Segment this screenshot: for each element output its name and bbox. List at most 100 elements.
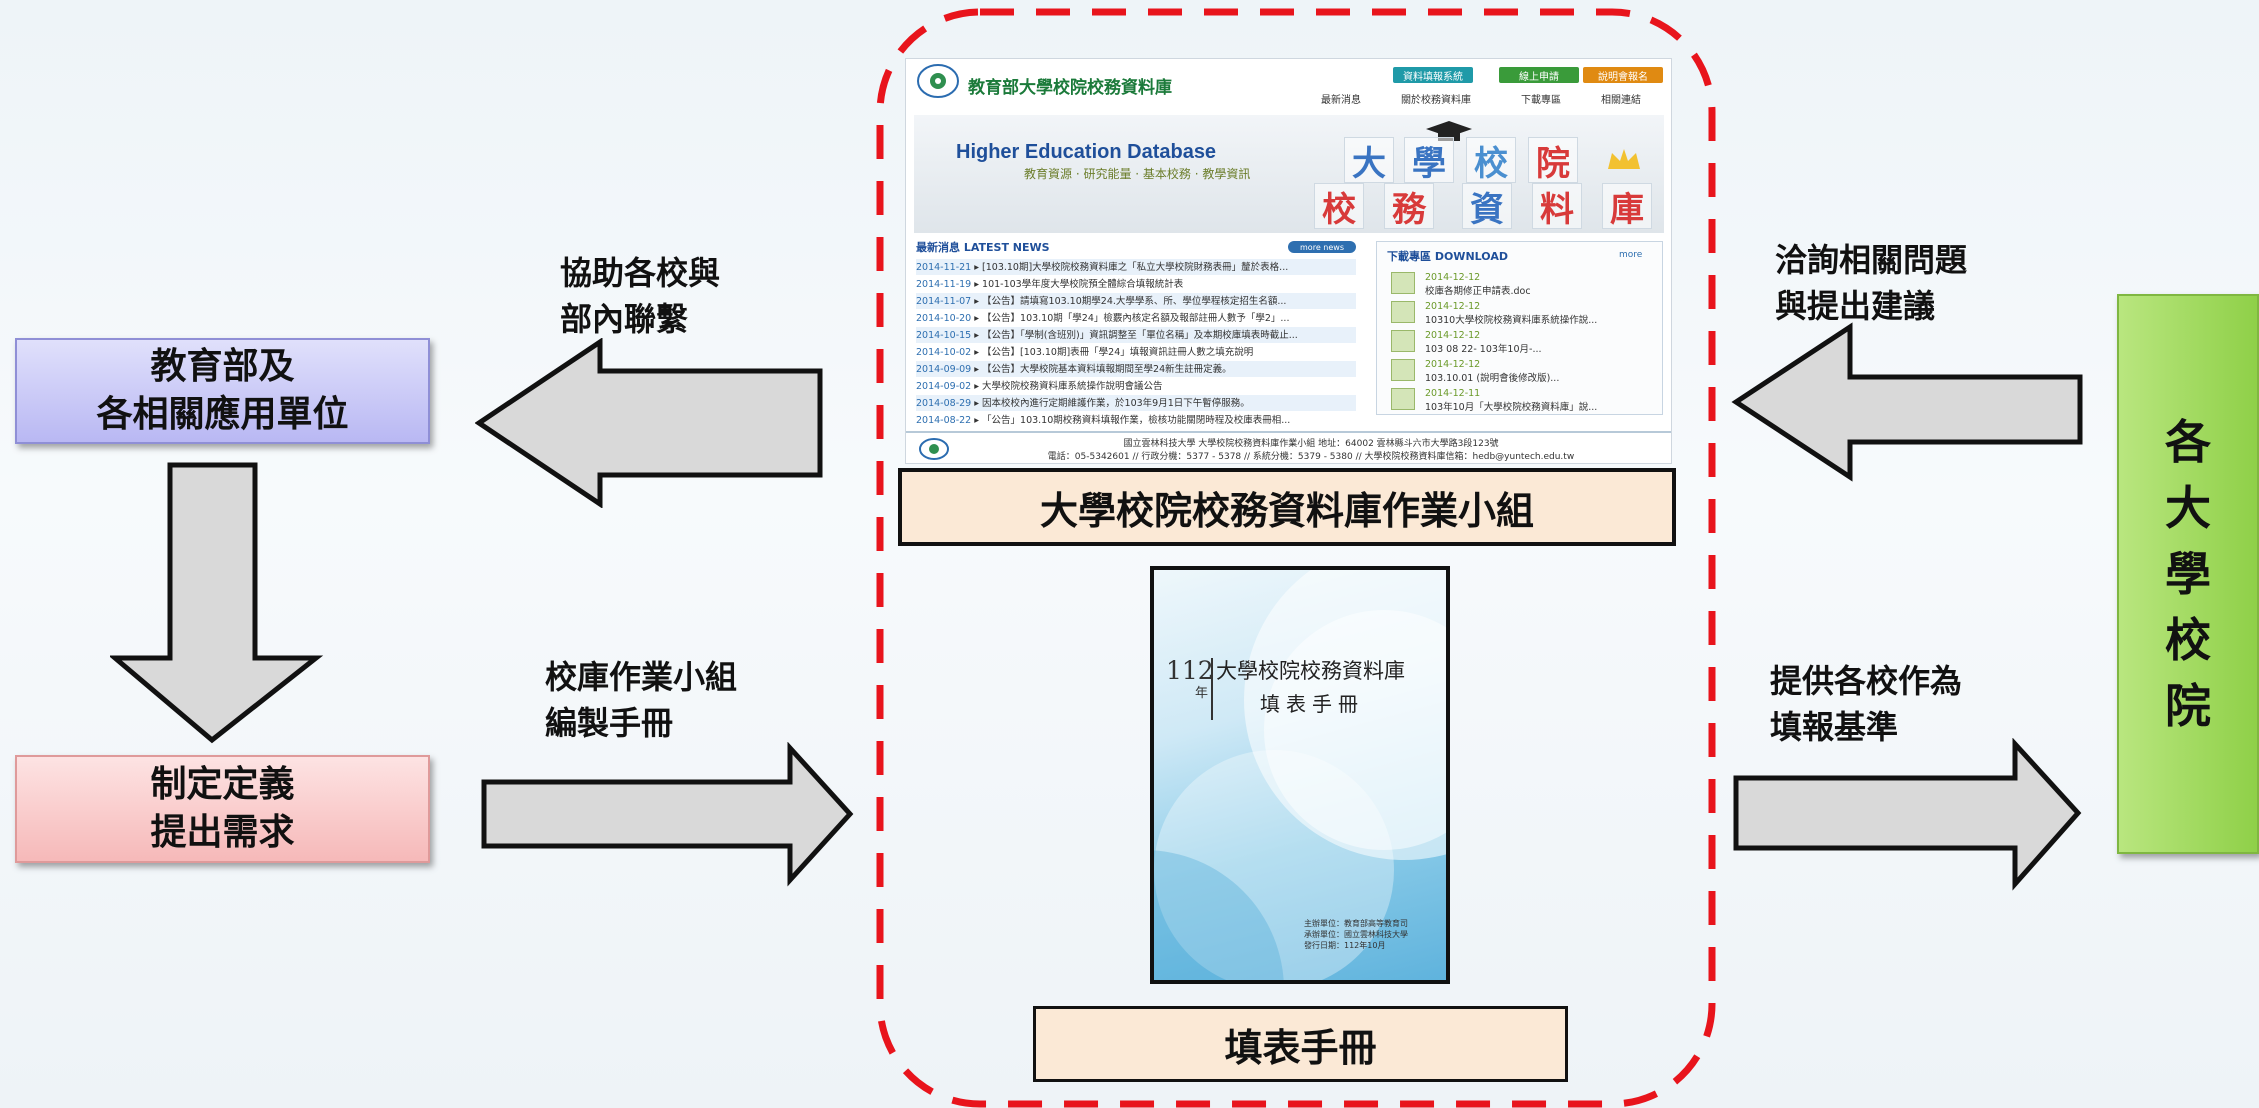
cover-decoration [1154,570,1446,980]
news-text: 101-103學年度大學校院預全體綜合填報統計表 [982,279,1184,290]
document-icon [1391,388,1415,410]
manual-year-unit: 年 [1195,686,1209,701]
news-date: 2014-11-07 [916,296,972,307]
arrow-right-provide [1733,738,2082,891]
banner-cube: 學 [1404,137,1454,184]
banner-cube: 庫 [1602,183,1652,230]
moe-box-line1: 教育部及 [150,346,295,387]
arrow-right-compile [481,742,854,887]
universities-box: 各 大 學 校 院 [2117,294,2259,854]
define-requirements-box: 制定定義提出需求 [15,755,430,863]
banner-title: Higher Education Database [956,141,1217,163]
news-row[interactable]: 2014-08-29 ▸ 因本校校內進行定期維護作業，於103年9月1日下午暫停… [916,395,1356,411]
news-row[interactable]: 2014-09-09 ▸ 【公告】大學校院基本資料填報期間至學24新生註冊定義。 [916,361,1356,377]
site-button-register[interactable]: 說明會報名 [1583,67,1663,83]
document-icon [1391,301,1415,323]
news-row[interactable]: 2014-10-02 ▸ 【公告】[103.10期]表冊「學24」填報資訊註冊人… [916,347,1254,358]
download-panel: 下載專區 DOWNLOAD more 2014-12-12 校庫各期修正申請表.d… [1376,241,1663,415]
moe-box: 教育部及各相關應用單位 [15,338,430,444]
manual-divider [1211,658,1213,720]
document-icon [1391,359,1415,381]
arrow-left-inquiry [1731,322,2083,482]
site-nav-about[interactable]: 關於校務資料庫 [1401,95,1471,106]
download-text: 103年10月「大學校院校務資料庫」說... [1425,402,1598,413]
news-date: 2014-11-19 [916,279,972,290]
website-header: 教育部大學校院校務資料庫 資料填報系統 線上申請 說明會報名 最新消息 關於校務… [906,59,1671,106]
news-text: 【公告】大學校院基本資料填報期間至學24新生註冊定義。 [982,364,1232,375]
news-text: 【公告】103.10期「學24」檢覈內核定名額及報部註冊人數予「學2」... [982,313,1290,324]
site-nav-download[interactable]: 下載專區 [1521,95,1561,106]
news-more-button[interactable]: more news [1288,241,1356,253]
manual-cover: 112 年 大學校院校務資料庫 填表手冊 主辦單位：教育部高等教育司 承辦單位：… [1150,566,1450,984]
download-date: 2014-12-12 [1425,359,1481,370]
news-row[interactable]: 2014-10-20 ▸ 【公告】103.10期「學24」檢覈內核定名額及報部註… [916,313,1290,324]
define-box-line2: 提出需求 [150,812,295,853]
news-date: 2014-10-20 [916,313,972,324]
download-text: 103.10.01 (說明會後修改版)... [1425,373,1560,384]
download-text: 10310大學校院校務資料庫系統操作說... [1425,315,1598,326]
news-date: 2014-08-22 [916,415,972,426]
banner-cube: 料 [1532,183,1582,230]
news-text: [103.10期]大學校院校務資料庫之「私立大學校院財務表冊」釐於表格... [982,262,1289,273]
download-date: 2014-12-11 [1425,388,1481,399]
footer-line2: 電話：05-5342601 // 行政分機：5377 - 5378 // 系統分… [1047,452,1575,462]
news-row[interactable]: 2014-11-07 ▸ 【公告】請填寫103.10期學24.大學學系、所、學位… [916,293,1356,309]
news-date: 2014-09-02 [916,381,972,392]
website-screenshot: 教育部大學校院校務資料庫 資料填報系統 線上申請 說明會報名 最新消息 關於校務… [905,58,1672,464]
download-more-link[interactable]: more [1619,250,1643,260]
news-row[interactable]: 2014-08-22 ▸ 「公告」103.10期校務資料填報作業，檢核功能關閉時… [916,415,1291,426]
website-footer: 國立雲林科技大學 大學校院校務資料庫作業小組 地址：64002 雲林縣斗六市大學… [906,431,1671,463]
banner-subtitle: 教育資源 · 研究能量 · 基本校務 · 教學資訊 [1024,167,1251,181]
news-date: 2014-10-15 [916,330,972,341]
arrow-left-assist [475,338,823,508]
manual-label-box: 填表手冊 [1033,1006,1568,1082]
manual-info: 主辦單位：教育部高等教育司 承辦單位：國立雲林科技大學 發行日期：112年10月 [1304,919,1408,950]
team-label-box: 大學校院校務資料庫作業小組 [898,468,1676,546]
news-date: 2014-10-02 [916,347,972,358]
provide-label: 提供各校作為 填報基準 [1770,662,1963,746]
download-heading: 下載專區 DOWNLOAD [1387,250,1508,263]
news-text: 「公告」103.10期校務資料填報作業，檢核功能關閉時程及校庫表冊相... [982,415,1291,426]
news-row[interactable]: 2014-09-02 ▸ 大學校院校務資料庫系統操作說明會議公告 [916,381,1163,392]
news-row[interactable]: 2014-11-19 ▸ 101-103學年度大學校院預全體綜合填報統計表 [916,279,1184,290]
universities-char: 校 [2165,613,2211,667]
news-text: 【公告】[103.10期]表冊「學24」填報資訊註冊人數之填充說明 [982,347,1254,358]
inquiry-label: 洽詢相關問題 與提出建議 [1775,241,1968,325]
news-row[interactable]: 2014-10-15 ▸ 【公告】「學制(含班別)」資訊調整至「單位名稱」及本期… [916,327,1356,343]
banner-cube: 校 [1314,183,1364,230]
banner-cube: 資 [1462,183,1512,230]
grad-cap-icon [1426,121,1472,141]
site-button-apply[interactable]: 線上申請 [1499,67,1579,83]
moe-box-line2: 各相關應用單位 [96,394,349,435]
manual-subtitle: 填表手冊 [1260,692,1364,716]
news-text: 大學校院校務資料庫系統操作說明會議公告 [982,381,1163,392]
universities-char: 各 [2165,415,2211,469]
manual-year: 112 [1166,656,1214,685]
download-text: 103 08 22- 103年10月-... [1425,344,1542,355]
compile-label: 校庫作業小組 編製手冊 [545,658,738,742]
moe-logo-icon [917,64,959,98]
assist-label: 協助各校與 部內聯繫 [560,254,721,338]
news-row[interactable]: 2014-11-21 ▸ [103.10期]大學校院校務資料庫之「私立大學校院財… [916,259,1356,275]
news-date: 2014-09-09 [916,364,972,375]
universities-char: 大 [2165,481,2211,535]
download-item[interactable]: 2014-12-11 103年10月「大學校院校務資料庫」說... [1391,388,1656,413]
news-date: 2014-08-29 [916,398,972,409]
site-nav-news[interactable]: 最新消息 [1321,95,1361,106]
site-button-report-system[interactable]: 資料填報系統 [1393,67,1473,83]
universities-char: 學 [2165,547,2211,601]
news-date: 2014-11-21 [916,262,972,273]
download-item[interactable]: 2014-12-12 10310大學校院校務資料庫系統操作說... [1391,301,1656,326]
footer-line1: 國立雲林科技大學 大學校院校務資料庫作業小組 地址：64002 雲林縣斗六市大學… [1123,439,1499,449]
news-text: 【公告】請填寫103.10期學24.大學學系、所、學位學程核定招生名額... [982,296,1287,307]
download-date: 2014-12-12 [1425,301,1481,312]
download-item[interactable]: 2014-12-12 103.10.01 (說明會後修改版)... [1391,359,1656,384]
download-item[interactable]: 2014-12-12 校庫各期修正申請表.doc [1391,272,1656,297]
download-text: 校庫各期修正申請表.doc [1425,286,1531,297]
download-date: 2014-12-12 [1425,272,1481,283]
site-nav-links[interactable]: 相關連結 [1601,95,1641,106]
universities-char: 院 [2165,679,2211,733]
news-heading: 最新消息 LATEST NEWS [916,241,1050,254]
